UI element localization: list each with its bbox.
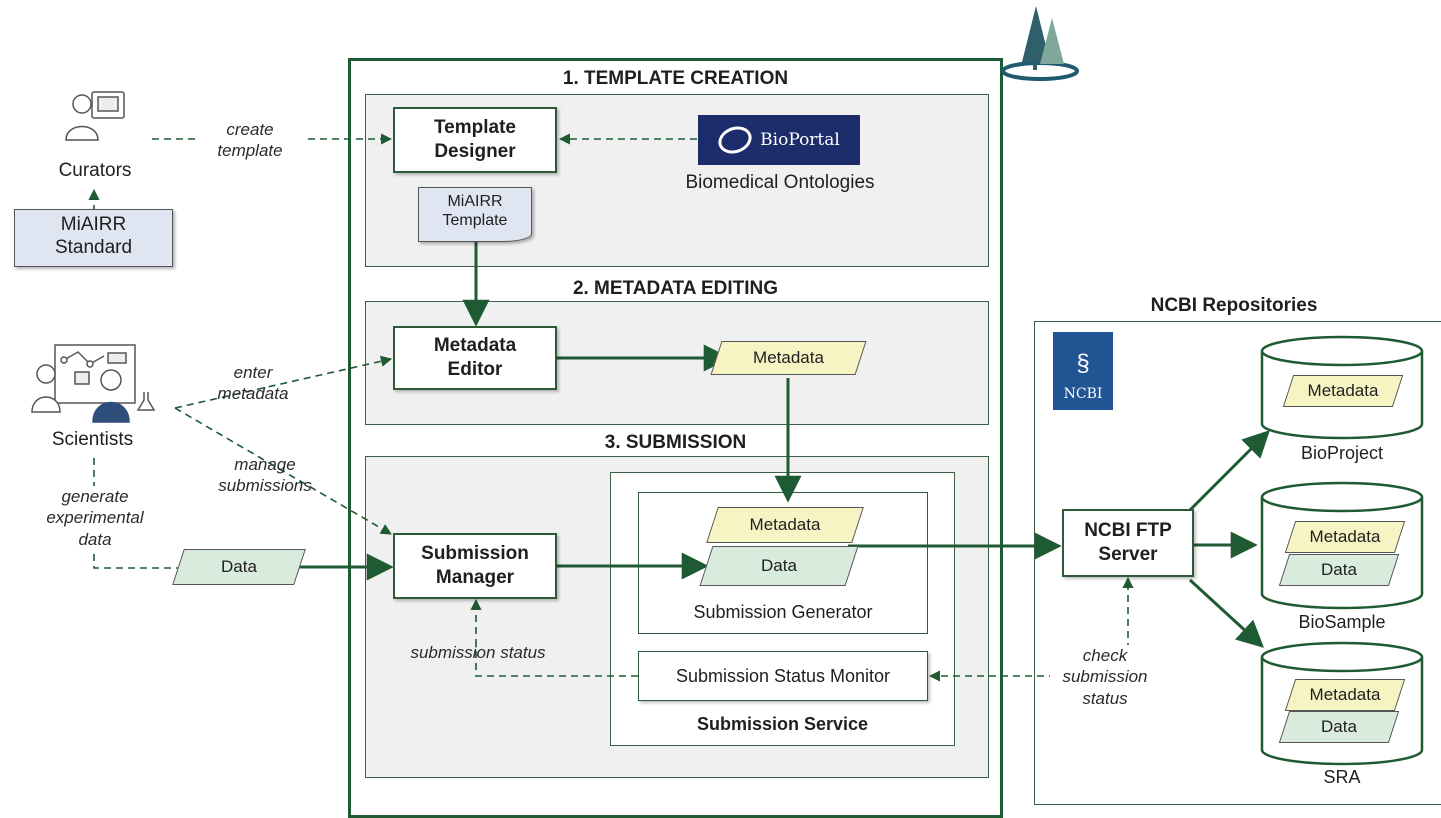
miairr-standard-document <box>14 209 173 267</box>
biosample-metadata-label: Metadata <box>1309 527 1381 546</box>
template-creation-title: 1. TEMPLATE CREATION <box>562 68 789 89</box>
manage-submissions-label: manage submissions <box>218 455 312 496</box>
biosample-data-item: Data <box>1278 554 1400 586</box>
bioportal-logo: BioPortal <box>698 115 860 165</box>
tree-logo-icon <box>1001 6 1079 81</box>
ncbi-repositories-title: NCBI Repositories <box>1150 295 1318 316</box>
edge-ftp-to-bioproject <box>1188 430 1270 512</box>
submission-status-label: submission status <box>410 643 546 662</box>
enter-metadata-label: enter metadata <box>217 363 289 404</box>
miairr-template-label: MiAIRR Template <box>442 193 508 230</box>
bioproject-label: BioProject <box>1300 443 1384 463</box>
generator-data-label: Data <box>761 556 797 575</box>
edge-enter-metadata <box>174 355 393 409</box>
metadata-editing-title: 2. METADATA EDITING <box>572 278 779 299</box>
bioportal-logo-text: BioPortal <box>760 130 840 150</box>
edge-status-to-manager <box>470 598 638 677</box>
edge-ftp-to-sra <box>1188 578 1264 648</box>
bioproject-metadata-label: Metadata <box>1307 381 1379 400</box>
edge-manage-submissions <box>174 407 392 535</box>
submission-status-monitor-box: Submission Status Monitor <box>638 651 928 701</box>
metadata-item: Metadata <box>710 341 867 375</box>
generator-data-item: Data <box>699 546 859 586</box>
sra-metadata-label: Metadata <box>1309 685 1381 704</box>
curator-icon <box>65 91 125 141</box>
ncbi-logo-text: NCBI <box>1063 386 1103 402</box>
biosample-metadata-item: Metadata <box>1284 521 1406 553</box>
bioportal-caption: Biomedical Ontologies <box>685 172 875 193</box>
data-item: Data <box>172 549 306 585</box>
biosample-data-label: Data <box>1321 560 1357 579</box>
ncbi-logo: § NCBI <box>1053 332 1113 410</box>
ncbi-ftp-server-box: NCBI FTP Server <box>1062 509 1194 577</box>
miairr-standard-label: MiAIRR Standard <box>54 214 133 258</box>
data-item-label: Data <box>221 557 257 576</box>
biosample-label: BioSample <box>1298 612 1386 632</box>
sra-data-item: Data <box>1278 711 1400 743</box>
metadata-editor-box: Metadata Editor <box>393 326 557 390</box>
check-status-label: check submission status <box>1050 645 1160 709</box>
submission-manager-box: Submission Manager <box>393 533 557 599</box>
submission-title: 3. SUBMISSION <box>604 432 747 453</box>
curators-label: Curators <box>58 160 132 181</box>
sra-metadata-item: Metadata <box>1284 679 1406 711</box>
bioproject-metadata-item: Metadata <box>1282 375 1404 407</box>
submission-service-title: Submission Service <box>696 714 869 734</box>
metadata-item-label: Metadata <box>753 348 824 367</box>
miairr-template-document <box>418 187 532 242</box>
scientists-icon <box>31 344 156 423</box>
bioportal-swirl-icon <box>714 121 756 159</box>
generator-metadata-item: Metadata <box>706 507 864 543</box>
ncbi-helix-icon: § <box>1076 350 1090 377</box>
sra-data-label: Data <box>1321 717 1357 736</box>
template-designer-box: Template Designer <box>393 107 557 173</box>
submission-generator-label: Submission Generator <box>693 602 873 622</box>
generate-data-label: generate experimental data <box>40 486 150 550</box>
create-template-label: create template <box>195 119 305 162</box>
scientists-label: Scientists <box>51 429 134 450</box>
sra-label: SRA <box>1323 767 1361 787</box>
generator-metadata-label: Metadata <box>749 515 821 534</box>
